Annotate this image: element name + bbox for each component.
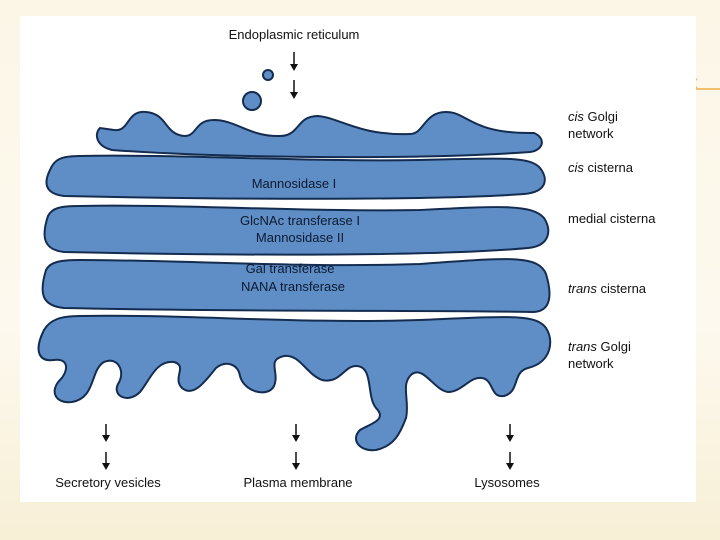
enzyme-glcnac-transferase-i: GlcNAc transferase I [240, 213, 360, 228]
destination-lysosomes: Lysosomes [474, 475, 540, 490]
er-arrows [290, 52, 298, 99]
label-cis-cisterna: cis cisterna [568, 160, 634, 175]
free-vesicle-1 [242, 91, 262, 111]
label-cis-golgi-network-line2: network [568, 126, 614, 141]
cis-cisterna [45, 154, 546, 200]
enzyme-gal-transferase: Gal transferase [246, 261, 335, 276]
enzyme-nana-transferase: NANA transferase [241, 279, 345, 294]
free-vesicle-2 [262, 69, 274, 81]
enzyme-mannosidase-i: Mannosidase I [252, 176, 337, 191]
lysosome-arrows [506, 424, 514, 470]
cis-golgi-network [95, 110, 543, 159]
secretory-arrows [102, 424, 110, 470]
destination-plasma-membrane: Plasma membrane [243, 475, 352, 490]
label-trans-golgi-network-line2: network [568, 356, 614, 371]
plasma-membrane-arrows [292, 424, 300, 470]
slide-panel: Mannosidase I GlcNAc transferase I Manno… [20, 16, 696, 502]
trans-golgi-network [37, 314, 552, 452]
trans-cisterna [41, 258, 551, 314]
label-cis-golgi-network: cis Golgi [568, 109, 618, 124]
label-trans-cisterna: trans cisterna [568, 281, 647, 296]
er-label: Endoplasmic reticulum [229, 27, 360, 42]
destination-secretory-vesicles: Secretory vesicles [55, 475, 161, 490]
golgi-diagram: Mannosidase I GlcNAc transferase I Manno… [37, 27, 656, 490]
medial-cisterna [43, 204, 550, 256]
enzyme-mannosidase-ii: Mannosidase II [256, 230, 344, 245]
label-trans-golgi-network: trans Golgi [568, 339, 631, 354]
label-medial-cisterna: medial cisterna [568, 211, 656, 226]
